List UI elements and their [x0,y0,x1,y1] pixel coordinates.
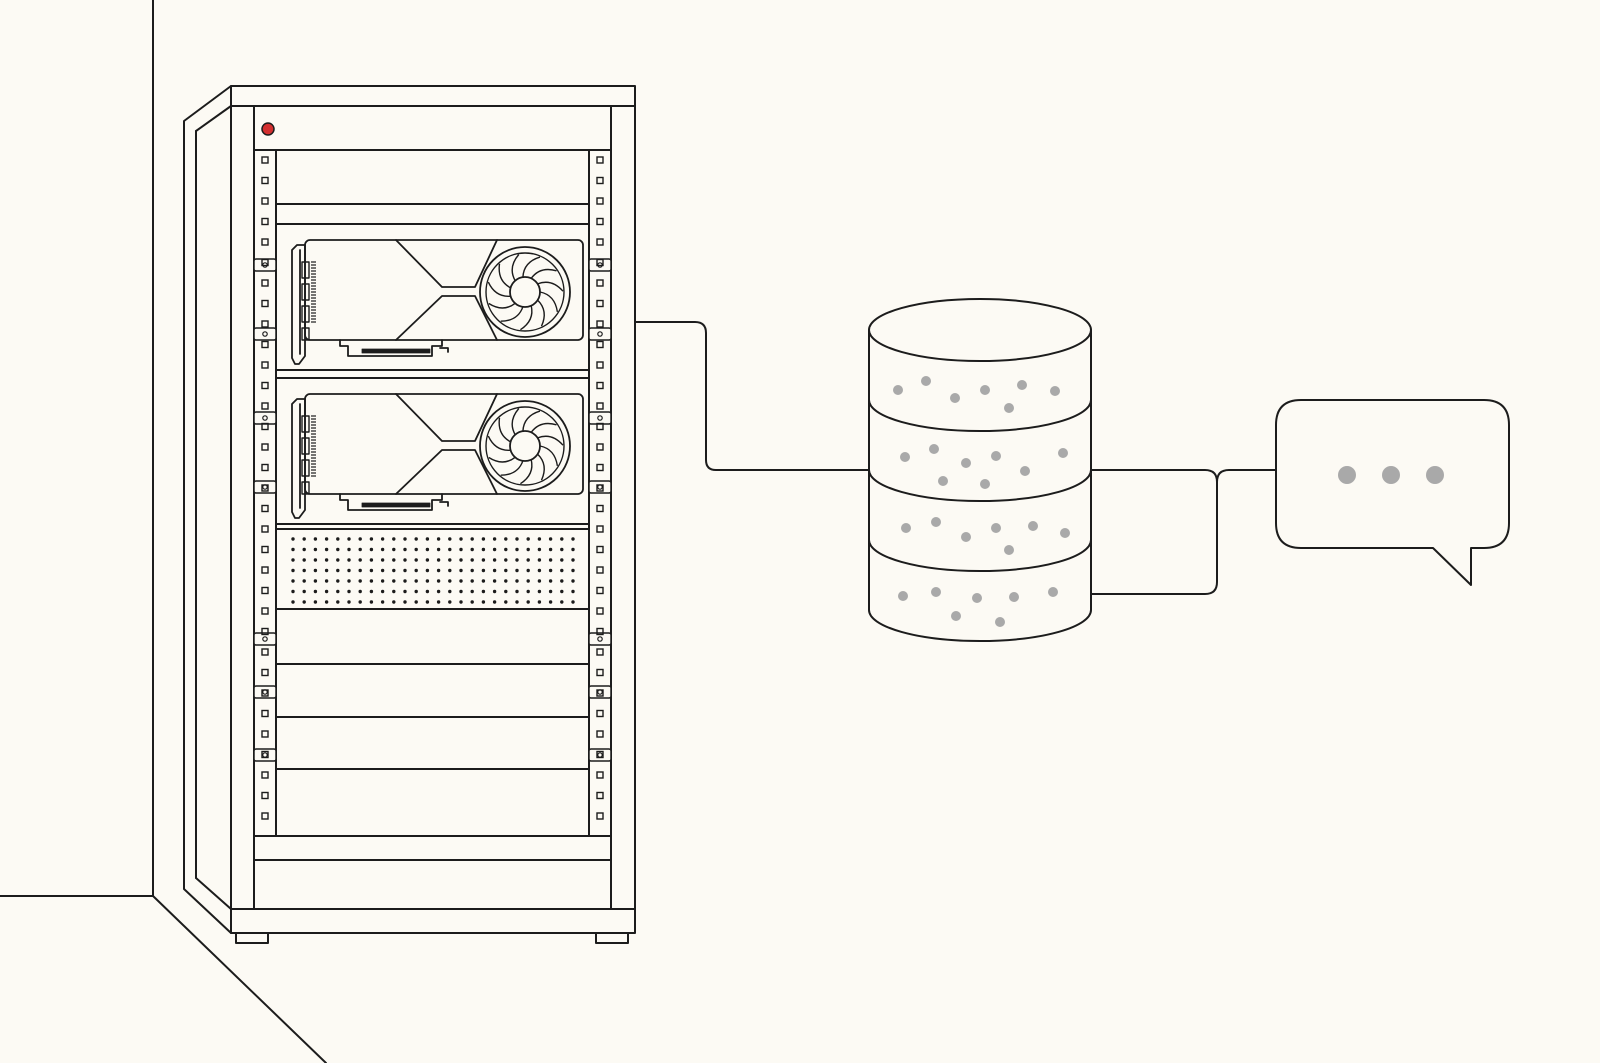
room-corner [0,0,327,1063]
database-icon [868,298,1092,642]
power-indicator [261,122,275,136]
chat-bubble-icon [1275,399,1510,586]
connector-lines [634,321,1277,595]
graphics-card-icon [291,393,584,519]
graphics-card-icon [291,239,584,365]
rail-holes [261,156,604,820]
typing-ellipsis-icon [1338,466,1444,484]
rack-brackets [253,258,612,762]
server-rack-icon [183,85,636,944]
vent-grid [291,537,575,604]
